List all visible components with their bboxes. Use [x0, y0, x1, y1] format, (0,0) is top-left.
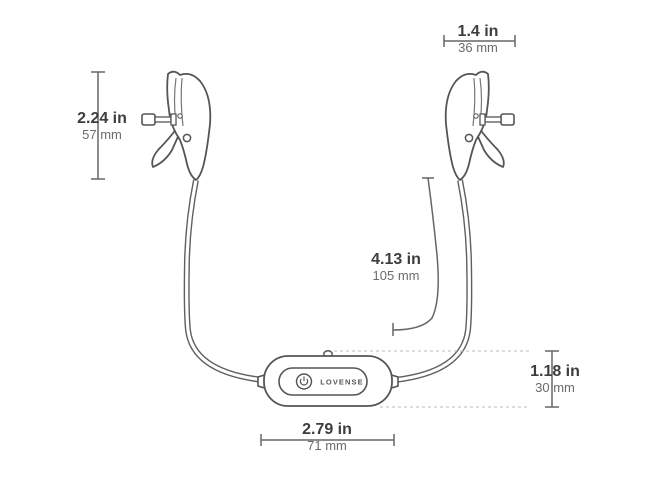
power-icon — [295, 373, 313, 390]
controller-height-label: 1.18 in 30 mm — [524, 363, 586, 395]
clip-height-millimeters: 57 mm — [82, 127, 122, 142]
clip-height-dimension-line — [91, 71, 105, 180]
left-nipple-clip — [141, 70, 212, 181]
controller-height-guides — [334, 350, 530, 408]
clip-height-inches: 2.24 in — [77, 110, 127, 127]
controller-height-inches: 1.18 in — [530, 363, 580, 380]
clip-width-label: 1.4 in 36 mm — [448, 23, 508, 55]
cord-length-millimeters: 105 mm — [372, 268, 420, 283]
controller-height-millimeters: 30 mm — [535, 380, 575, 395]
clip-width-millimeters: 36 mm — [458, 40, 498, 55]
controller-width-label: 2.79 in 71 mm — [296, 421, 358, 453]
brand-logo: LOVENSE — [320, 378, 364, 387]
clip-width-inches: 1.4 in — [457, 23, 499, 40]
controller-width-dimension-line — [260, 434, 395, 446]
cord-length-label: 4.13 in 105 mm — [364, 251, 428, 283]
controller-width-inches: 2.79 in — [302, 421, 352, 438]
right-cord — [394, 179, 473, 383]
controller-height-dimension-line — [545, 350, 559, 408]
clip-width-dimension-line — [443, 35, 516, 47]
controller-width-millimeters: 71 mm — [307, 438, 347, 453]
cord-length-inches: 4.13 in — [371, 251, 421, 268]
right-nipple-clip — [444, 70, 515, 181]
cord-length-dimension-line — [392, 177, 439, 336]
left-cord — [183, 179, 264, 383]
clip-height-label: 2.24 in 57 mm — [72, 110, 132, 142]
